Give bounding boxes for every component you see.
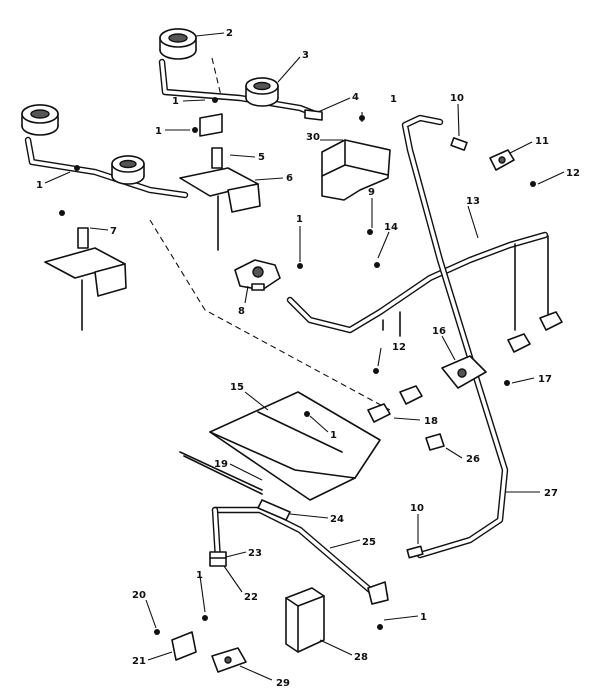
air-shutter-22-23 xyxy=(209,551,227,567)
orifice-valve-b[interactable] xyxy=(507,333,531,353)
burner-bracket-25 xyxy=(367,581,389,605)
callout-30: 30 xyxy=(306,132,320,143)
bracket-21 xyxy=(171,631,197,661)
callout-11: 11 xyxy=(535,136,549,147)
callout-4: 4 xyxy=(352,92,359,103)
burner-mount-bracket-upper xyxy=(199,113,223,137)
clip-26 xyxy=(425,433,445,451)
callout-10: 10 xyxy=(410,503,424,514)
callout-5: 5 xyxy=(258,152,265,163)
callout-15: 15 xyxy=(230,382,244,393)
valve-18[interactable] xyxy=(367,403,391,423)
rear-burner-tube xyxy=(158,58,322,119)
leader-lines xyxy=(44,32,565,681)
clip-29 xyxy=(211,647,247,673)
hidden-line-rear xyxy=(211,57,223,101)
callout-1: 1 xyxy=(296,214,303,225)
callout-18: 18 xyxy=(424,416,438,427)
callout-3: 3 xyxy=(302,50,309,61)
flame-spreader-24 xyxy=(257,499,291,521)
callout-16: 16 xyxy=(432,326,446,337)
supply-line-27 xyxy=(401,114,509,559)
callout-26: 26 xyxy=(466,454,480,465)
hidden-line-upper xyxy=(149,219,391,411)
callout-2: 2 xyxy=(226,28,233,39)
callout-1: 1 xyxy=(390,94,397,105)
fitting-10-lower xyxy=(406,545,424,559)
callout-29: 29 xyxy=(276,678,290,689)
orifice-valve-c[interactable] xyxy=(399,385,423,405)
ignitor-box-28 xyxy=(285,587,325,653)
ignitor-19 xyxy=(179,451,263,495)
oven-baffle-15 xyxy=(209,391,381,501)
callout-1: 1 xyxy=(196,570,203,581)
callout-10: 10 xyxy=(450,93,464,104)
callout-12: 12 xyxy=(392,342,406,353)
front-burner-left[interactable] xyxy=(21,104,59,136)
callout-23: 23 xyxy=(248,548,262,559)
callout-12: 12 xyxy=(566,168,580,179)
callout-1: 1 xyxy=(172,96,179,107)
callout-1: 1 xyxy=(155,126,162,137)
callout-6: 6 xyxy=(286,173,293,184)
callout-17: 17 xyxy=(538,374,552,385)
callout-7: 7 xyxy=(110,226,117,237)
front-burner-right[interactable] xyxy=(111,155,145,185)
oven-burner-tube xyxy=(211,506,389,599)
heat-shield-30 xyxy=(321,139,391,201)
air-shutter-4 xyxy=(304,109,323,121)
callout-20: 20 xyxy=(132,590,146,601)
valve-11[interactable] xyxy=(489,149,515,171)
callout-1: 1 xyxy=(330,430,337,441)
orifice-valve-a[interactable] xyxy=(539,311,563,331)
rear-burner-2[interactable] xyxy=(159,28,197,60)
callout-1: 1 xyxy=(36,180,43,191)
callout-21: 21 xyxy=(132,656,146,667)
callout-19: 19 xyxy=(214,459,228,470)
callout-labels: 2 3 4 1 1 1 1 5 6 30 7 8 1 9 14 12 10 11… xyxy=(36,28,580,689)
valve-16[interactable] xyxy=(441,355,487,389)
callout-13: 13 xyxy=(466,196,480,207)
callout-14: 14 xyxy=(384,222,398,233)
gas-manifold-13 xyxy=(286,231,549,337)
burner-bracket-6 xyxy=(179,147,261,251)
callout-27: 27 xyxy=(544,488,558,499)
pressure-regulator-8[interactable] xyxy=(234,259,281,291)
callout-8: 8 xyxy=(238,306,245,317)
burner-bracket-7 xyxy=(44,227,127,331)
callout-25: 25 xyxy=(362,537,376,548)
screws xyxy=(59,97,536,635)
callout-9: 9 xyxy=(368,187,375,198)
rear-burner-3[interactable] xyxy=(245,77,279,107)
callout-1: 1 xyxy=(420,612,427,623)
callout-24: 24 xyxy=(330,514,344,525)
callout-22: 22 xyxy=(244,592,258,603)
fitting-10-upper xyxy=(450,137,468,151)
callout-28: 28 xyxy=(354,652,368,663)
front-burner-tube xyxy=(24,136,189,199)
